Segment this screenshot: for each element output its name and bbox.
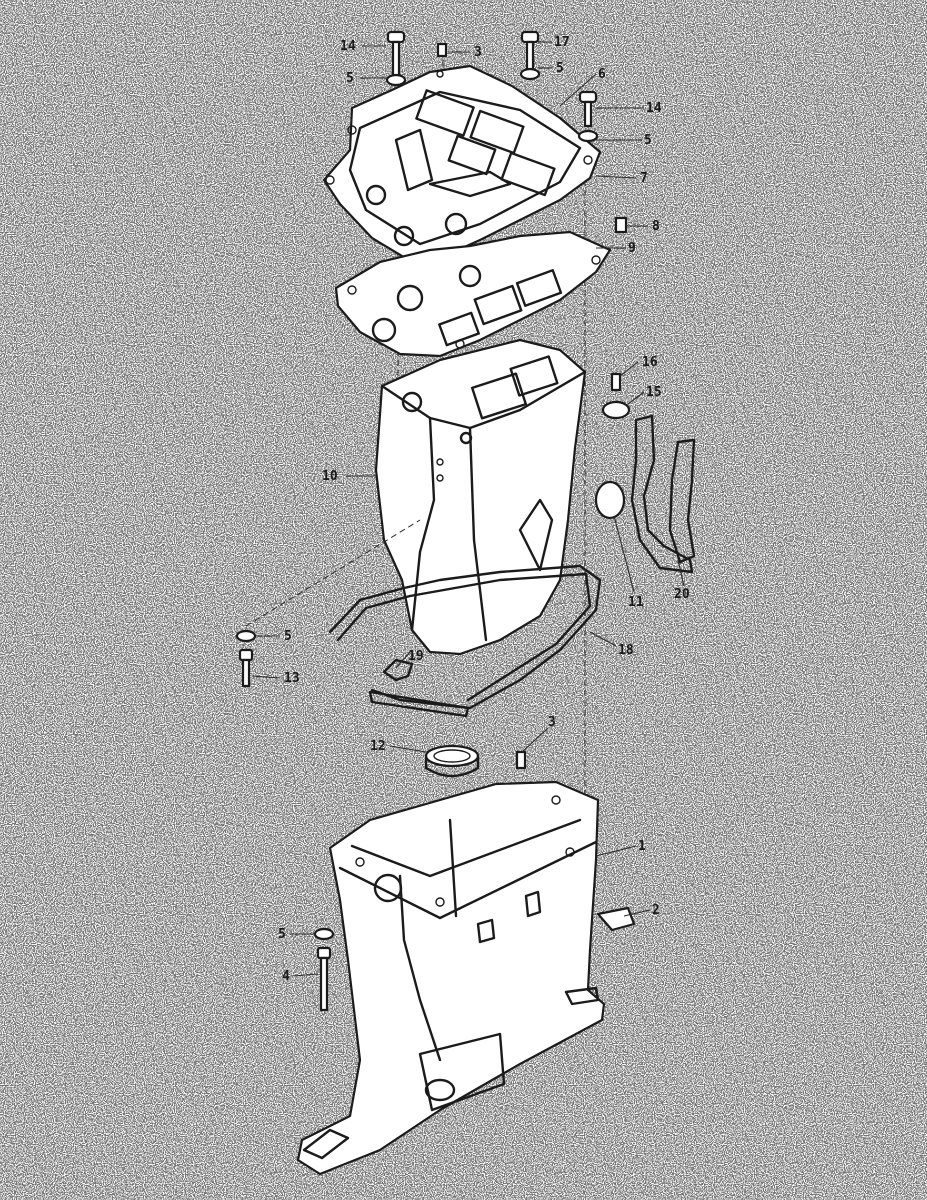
callout-4: 4 — [282, 969, 290, 984]
callout-13: 13 — [284, 671, 300, 686]
plug-washer — [601, 372, 631, 420]
callout-5-top-right: 5 — [556, 61, 564, 76]
callout-labels: 14 3 17 5 5 6 14 5 7 8 9 16 15 10 11 20 … — [278, 35, 690, 984]
callout-14-right: 14 — [646, 101, 662, 116]
callout-3-top: 3 — [474, 45, 482, 60]
callout-2: 2 — [652, 903, 660, 918]
gasket — [334, 230, 612, 358]
callout-16: 16 — [642, 355, 658, 370]
clip — [382, 658, 414, 682]
callout-5-left: 5 — [346, 71, 354, 86]
bushing — [424, 744, 480, 778]
callout-11: 11 — [628, 595, 644, 610]
dowel-pin — [515, 750, 527, 770]
callout-8: 8 — [652, 219, 660, 234]
seal-ring — [328, 564, 602, 718]
callout-14-top-left: 14 — [340, 39, 356, 54]
bolts — [235, 30, 628, 1012]
callout-20: 20 — [674, 587, 690, 602]
callout-3-lower: 3 — [548, 715, 556, 730]
callout-5-mid: 5 — [284, 629, 292, 644]
callout-19: 19 — [408, 649, 424, 664]
driveshaft-housing — [296, 780, 606, 1176]
callout-12: 12 — [370, 739, 386, 754]
callout-18: 18 — [618, 643, 634, 658]
adapter-plate — [322, 64, 602, 264]
callout-5-right: 5 — [644, 133, 652, 148]
callout-5-lower: 5 — [278, 927, 286, 942]
exhaust-housing — [374, 338, 587, 656]
callout-1: 1 — [638, 839, 646, 854]
anode-plate — [596, 906, 636, 932]
bracket-gaskets — [630, 414, 696, 574]
cover-cap — [594, 480, 626, 520]
callout-17: 17 — [554, 35, 570, 50]
callout-10: 10 — [322, 469, 338, 484]
callout-6: 6 — [598, 67, 606, 82]
callout-9: 9 — [628, 241, 636, 256]
leader-lines — [245, 41, 685, 977]
callout-15: 15 — [646, 385, 662, 400]
callout-7: 7 — [640, 171, 648, 186]
